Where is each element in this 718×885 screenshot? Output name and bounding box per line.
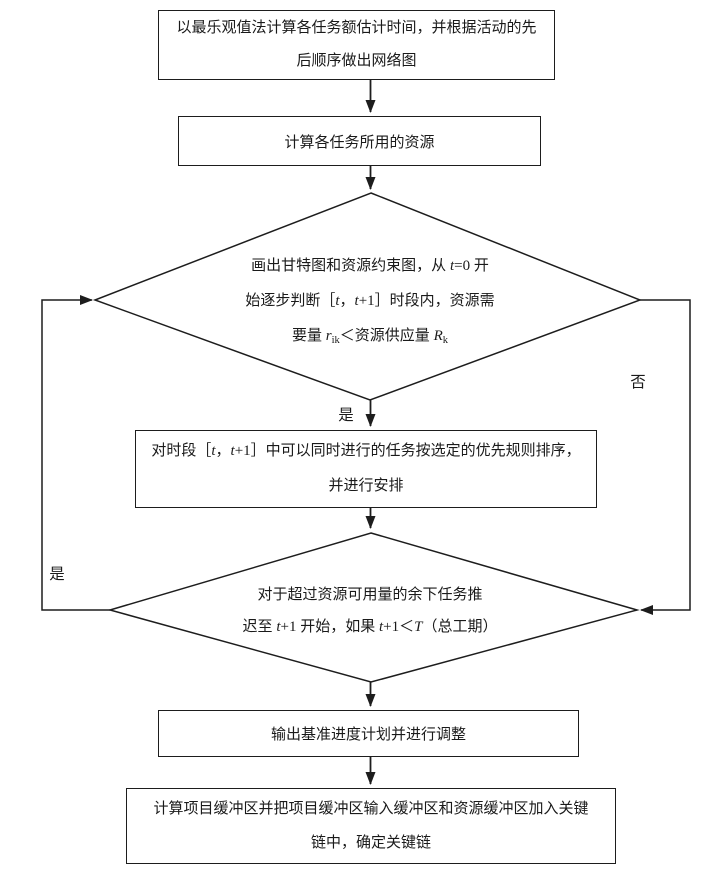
- label-yes-diamond1: 是: [338, 407, 354, 424]
- box-text-line: 链中，确定关键链: [310, 835, 431, 851]
- diamond2-text: 对于超过资源可用量的余下任务推 迟至 t+1 开始，如果 t+1＜T（总工期）: [168, 579, 572, 643]
- box-text-line: 计算各任务所用的资源: [284, 134, 435, 151]
- box-text-line: 对时段［t，t+1］中可以同时进行的任务按选定的优先规则排序，: [151, 443, 581, 459]
- diamond1-text: 画出甘特图和资源约束图，从 t=0 开 始逐步判断［t，t+1］时段内，资源需 …: [168, 249, 572, 358]
- box-text-line: 并进行安排: [328, 478, 404, 494]
- diamond-text-line: 迟至 t+1 开始，如果 t+1＜T（总工期）: [242, 619, 498, 635]
- loop-left-yes: [41, 295, 110, 611]
- process-box-critical-chain: 计算项目缓冲区并把项目缓冲区输入缓冲区和资源缓冲区加入关键 链中，确定关键链: [126, 788, 616, 864]
- diamond-text-line: 始逐步判断［t，t+1］时段内，资源需: [245, 293, 495, 309]
- diamond-text-line: 要量 rik＜资源供应量 Rk: [292, 328, 448, 347]
- label-yes-left: 是: [49, 566, 65, 583]
- box-text-line: 计算项目缓冲区并把项目缓冲区输入缓冲区和资源缓冲区加入关键: [153, 801, 589, 817]
- diamond-text-line: 对于超过资源可用量的余下任务推: [257, 587, 483, 603]
- box-text-line: 以最乐观值法计算各任务额估计时间，并根据活动的先: [176, 20, 537, 36]
- decision-diamond-duration-check: [107, 532, 640, 683]
- process-box-compute-resources: 计算各任务所用的资源: [178, 116, 541, 166]
- process-box-output-baseline: 输出基准进度计划并进行调整: [158, 710, 579, 757]
- diamond-text-line: 画出甘特图和资源约束图，从 t=0 开: [251, 258, 489, 274]
- decision-diamond-resource-check: [92, 192, 643, 401]
- label-no-right: 否: [630, 374, 646, 391]
- box-text-line: 后顺序做出网络图: [296, 53, 417, 69]
- box-text-line: 输出基准进度计划并进行调整: [270, 727, 466, 743]
- loop-right-no: [640, 299, 691, 615]
- process-box-sort-tasks: 对时段［t，t+1］中可以同时进行的任务按选定的优先规则排序， 并进行安排: [135, 430, 597, 508]
- process-box-estimate-network: 以最乐观值法计算各任务额估计时间，并根据活动的先 后顺序做出网络图: [158, 10, 555, 80]
